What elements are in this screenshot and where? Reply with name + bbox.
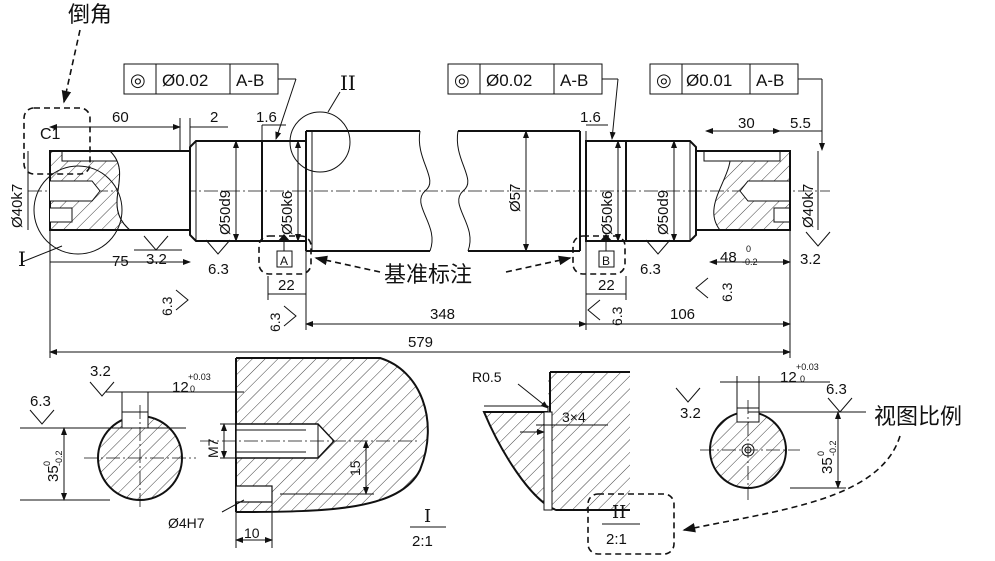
svg-text:6.3: 6.3	[159, 296, 175, 316]
detail-circle-ii	[289, 111, 351, 173]
detail-view-i: M7 15 Ø4H7 10 I 2:1	[168, 357, 446, 550]
roughness-6-3-f: 6.3	[695, 277, 735, 302]
s-dim-12: 12	[172, 379, 189, 396]
s-dim-12-upper: +0.03	[188, 372, 211, 382]
r-dim-35-lower: -0.2	[828, 440, 838, 456]
dim-phi40k7-left: Ø40k7	[9, 184, 26, 228]
d1-dim-10: 10	[244, 525, 260, 541]
roughness-6-3-e: 6.3	[640, 239, 671, 278]
d1-dim-15: 15	[347, 460, 363, 476]
gdt-tol-1: Ø0.02	[162, 71, 208, 90]
dim-phi50k6-right: Ø50k6	[599, 191, 616, 235]
s-roughness-6-3: 6.3	[30, 393, 51, 410]
r-roughness-3-2: 3.2	[680, 405, 701, 422]
svg-text:6.3: 6.3	[208, 261, 229, 278]
svg-text:6.3: 6.3	[640, 261, 661, 278]
gdt-datum-3: A-B	[756, 71, 784, 90]
detail-view-ii: 3×4 R0.5 II 2:1	[472, 369, 675, 555]
scale-label-i: I	[424, 506, 431, 527]
gdt-frame-1: ◎ Ø0.02 A-B	[123, 63, 297, 140]
r-dim-35-upper: 0	[816, 451, 826, 456]
dim-348: 348	[430, 306, 455, 323]
svg-text:6.3: 6.3	[267, 312, 283, 332]
detail-circle-i	[33, 165, 123, 255]
r-dim-12: 12	[780, 369, 797, 386]
r-dim-12-upper: +0.03	[796, 362, 819, 372]
roughness-6-3-a: 6.3	[205, 239, 231, 278]
annotation-scale: 视图比例	[874, 405, 962, 430]
dim-22-right: 22	[598, 277, 615, 294]
scale-highlight-box	[587, 493, 675, 555]
dim-c1: C1	[40, 126, 61, 143]
dim-75: 75	[112, 253, 129, 270]
gdt-tol-3: Ø0.01	[686, 71, 732, 90]
gdt-symbol-3: ◎	[656, 70, 672, 90]
datum-a: A	[258, 234, 312, 275]
s-roughness-3-2: 3.2	[90, 363, 111, 380]
chamfer-leader	[61, 29, 81, 104]
d1-dim-m7: M7	[205, 438, 221, 458]
d1-dim-phi4h7: Ø4H7	[168, 515, 205, 531]
dim-1-6-right: 1.6	[580, 109, 601, 126]
main-view: I II Ø40k7 Ø5	[9, 3, 831, 358]
dim-phi50d9-right: Ø50d9	[655, 190, 672, 235]
dim-5-5: 5.5	[790, 115, 811, 132]
gdt-frame-3: ◎ Ø0.01 A-B	[649, 63, 825, 151]
gdt-symbol-2: ◎	[454, 70, 470, 90]
svg-text:3.2: 3.2	[800, 251, 821, 268]
roughness-3-2-b: 3.2	[800, 231, 831, 268]
dim-48-upper: 0	[746, 244, 751, 254]
datum-a-label: A	[280, 254, 288, 268]
scale-leader	[682, 435, 901, 533]
dim-48-lower: -0.2	[742, 257, 758, 267]
r-dim-35: 35	[819, 457, 836, 474]
d2-dim-r0-5: R0.5	[472, 369, 502, 385]
roughness-6-3-d: 6.3	[587, 299, 625, 326]
gdt-frame-2: ◎ Ø0.02 A-B	[447, 63, 619, 140]
roman-label-i: I	[18, 247, 26, 271]
annotation-datum: 基准标注	[384, 263, 472, 288]
r-dim-12-lower: 0	[800, 374, 805, 384]
datum-b: B	[572, 234, 626, 275]
dim-60: 60	[112, 109, 129, 126]
right-section-view: 12 +0.03 0 3.2 6.3 35 0 -0.2	[675, 362, 866, 500]
svg-text:3.2: 3.2	[146, 251, 167, 268]
dim-phi50d9-left: Ø50d9	[217, 190, 234, 235]
scale-label-ii: II	[612, 502, 626, 523]
dim-1-6-left: 1.6	[256, 109, 277, 126]
svg-text:6.3: 6.3	[719, 282, 735, 302]
d2-dim-3x4: 3×4	[562, 409, 586, 425]
roughness-6-3-b: 6.3	[159, 289, 189, 316]
dim-106: 106	[670, 306, 695, 323]
scale-ratio-i: 2:1	[412, 533, 433, 550]
dim-phi50k6-left: Ø50k6	[279, 191, 296, 235]
chamfer-highlight-box	[23, 107, 91, 175]
svg-text:6.3: 6.3	[609, 306, 625, 326]
dim-579: 579	[408, 334, 433, 351]
s-dim-35-lower: -0.2	[54, 450, 64, 466]
r-roughness-6-3: 6.3	[826, 381, 847, 398]
gdt-tol-2: Ø0.02	[486, 71, 532, 90]
s-dim-35-upper: 0	[42, 461, 52, 466]
roughness-3-2-a: 3.2	[134, 235, 182, 268]
scale-ratio-ii: 2:1	[606, 531, 627, 548]
gdt-symbol-1: ◎	[130, 70, 146, 90]
s-dim-35: 35	[45, 465, 62, 482]
dim-phi40k7-right: Ø40k7	[800, 184, 817, 228]
dim-22-left: 22	[278, 277, 295, 294]
roman-label-ii: II	[340, 71, 356, 95]
s-dim-12-lower: 0	[190, 384, 195, 394]
dim-2: 2	[210, 109, 218, 126]
gdt-datum-2: A-B	[560, 71, 588, 90]
roughness-6-3-c: 6.3	[267, 305, 297, 332]
gdt-datum-1: A-B	[236, 71, 264, 90]
left-section-view: 12 +0.03 0 3.2 6.3 35 0 -0.2	[20, 363, 244, 510]
dim-phi57: Ø57	[507, 184, 524, 212]
annotation-chamfer: 倒角	[68, 3, 112, 28]
datum-b-label: B	[602, 254, 610, 268]
dim-30: 30	[738, 115, 755, 132]
dim-48: 48	[720, 249, 737, 266]
